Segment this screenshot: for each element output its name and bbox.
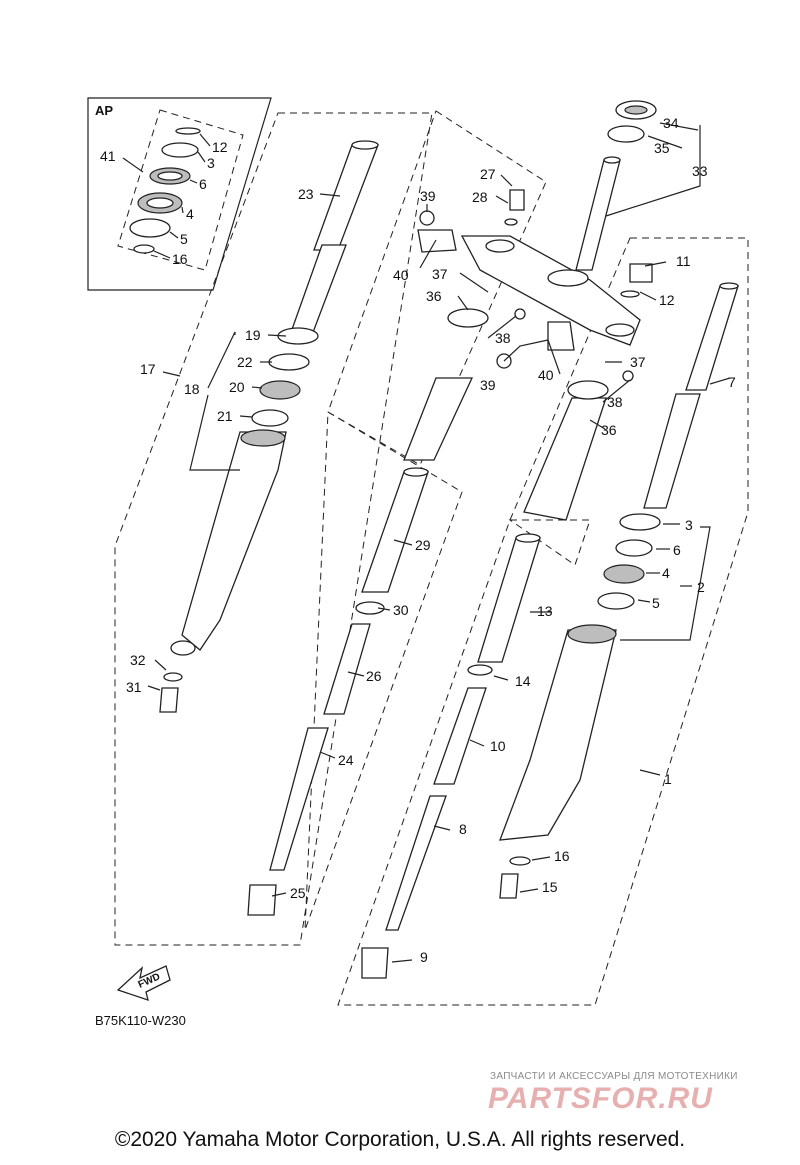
callout-41: 41	[100, 148, 116, 164]
callout-ap-3: 3	[207, 155, 215, 171]
steering-stem	[417, 100, 657, 382]
callout-ap-16: 16	[172, 251, 188, 267]
callout-28: 28	[472, 189, 488, 205]
callout-ap-4: 4	[186, 206, 194, 222]
copyright-notice: ©2020 Yamaha Motor Corporation, U.S.A. A…	[114, 1128, 686, 1151]
callout-25: 25	[290, 885, 306, 901]
callout-22: 22	[237, 354, 253, 370]
callout-26: 26	[366, 668, 382, 684]
ap-inset: AP	[87, 97, 272, 291]
callout-18: 18	[184, 381, 200, 397]
callout-7: 7	[728, 374, 736, 390]
callout-10: 10	[490, 738, 506, 754]
watermark-logo: PARTSFOR.RU	[488, 1082, 713, 1115]
callout-36-right: 36	[601, 422, 617, 438]
callout-35: 35	[654, 140, 670, 156]
callout-38-right: 38	[607, 394, 623, 410]
callout-ap-12: 12	[212, 139, 228, 155]
callout-30: 30	[393, 602, 409, 618]
callout-17: 17	[140, 361, 156, 377]
callout-13: 13	[537, 603, 553, 619]
callout-15: 15	[542, 879, 558, 895]
callout-6: 6	[673, 542, 681, 558]
part-callouts: 1 2 3 4 5 6 7 8 9 10 11 12 13 14 15 16 1…	[100, 115, 736, 965]
callout-34: 34	[663, 115, 679, 131]
diagram-code: B75K110-W230	[95, 1013, 186, 1028]
callout-14: 14	[515, 673, 531, 689]
callout-29: 29	[415, 537, 431, 553]
callout-39-top: 39	[420, 188, 436, 204]
watermark-tagline: ЗАПЧАСТИ И АКСЕССУАРЫ ДЛЯ МОТОТЕХНИКИ	[490, 1071, 738, 1082]
callout-4: 4	[662, 565, 670, 581]
callout-36-left: 36	[426, 288, 442, 304]
callout-37-right: 37	[630, 354, 646, 370]
callout-24: 24	[338, 752, 354, 768]
callout-32: 32	[130, 652, 146, 668]
callout-39-bottom: 39	[480, 377, 496, 393]
callout-12: 12	[659, 292, 675, 308]
callout-3: 3	[685, 517, 693, 533]
callout-ap-6: 6	[199, 176, 207, 192]
callout-9: 9	[420, 949, 428, 965]
callout-40-left: 40	[393, 267, 409, 283]
callout-40-right: 40	[538, 367, 554, 383]
callout-23: 23	[298, 186, 314, 202]
callout-5: 5	[652, 595, 660, 611]
callout-37-left: 37	[432, 266, 448, 282]
leader-lines	[147, 122, 731, 963]
callout-38-left: 38	[495, 330, 511, 346]
callout-20: 20	[229, 379, 245, 395]
callout-21: 21	[217, 408, 233, 424]
callout-11: 11	[676, 253, 691, 269]
callout-16: 16	[554, 848, 570, 864]
callout-2: 2	[697, 579, 705, 595]
callout-19: 19	[245, 327, 261, 343]
callout-31: 31	[126, 679, 142, 695]
internal-parts	[247, 282, 739, 979]
callout-27: 27	[480, 166, 496, 182]
left-fork-assembly	[159, 140, 379, 713]
callout-ap-5: 5	[180, 231, 188, 247]
callout-1: 1	[664, 771, 672, 787]
ap-label: AP	[95, 103, 113, 118]
callout-8: 8	[459, 821, 467, 837]
assembly-outlines	[114, 110, 749, 1006]
callout-33: 33	[692, 163, 708, 179]
fwd-arrow: FWD	[116, 965, 171, 1001]
